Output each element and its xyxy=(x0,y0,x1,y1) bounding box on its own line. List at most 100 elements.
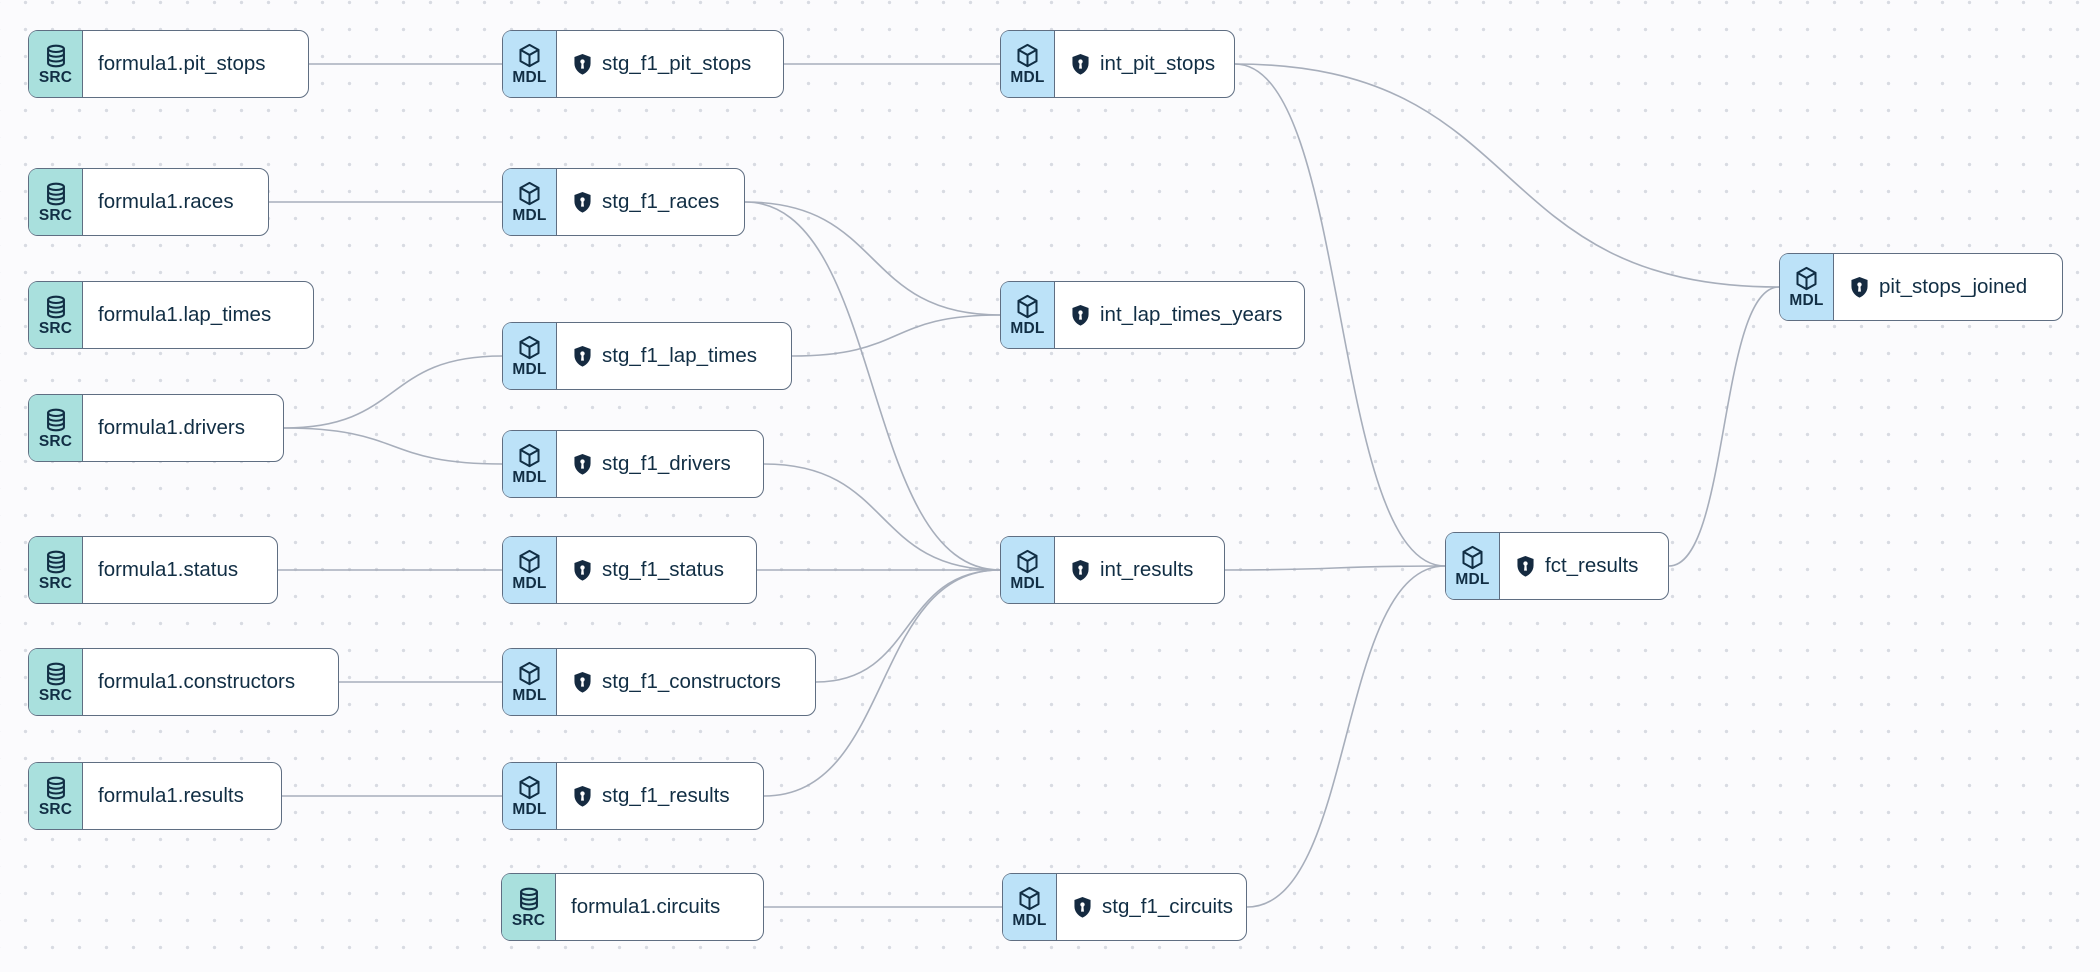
node-label: formula1.lap_times xyxy=(98,303,272,326)
node-type-label: SRC xyxy=(38,432,73,450)
source-type-badge: SRC xyxy=(29,537,83,603)
node-body: formula1.status xyxy=(83,537,277,603)
edge-stg_f1_races-to-int_results xyxy=(744,201,1001,571)
node-fct_results[interactable]: MDL fct_results xyxy=(1445,532,1669,600)
cube-icon xyxy=(1014,42,1041,69)
node-body: formula1.drivers xyxy=(83,395,283,461)
model-type-badge: MDL xyxy=(1001,537,1055,603)
edge-int_pit_stops-to-pit_stops_joined xyxy=(1234,63,1780,288)
node-stg_f1_drivers[interactable]: MDL stg_f1_drivers xyxy=(502,430,764,498)
node-src_drivers[interactable]: SRC formula1.drivers xyxy=(28,394,284,462)
cube-icon xyxy=(1014,293,1041,320)
node-src_races[interactable]: SRC formula1.races xyxy=(28,168,269,236)
node-label: formula1.status xyxy=(98,558,239,581)
node-type-label: SRC xyxy=(38,800,73,818)
shield-lock-icon xyxy=(572,53,593,76)
model-type-badge: MDL xyxy=(503,323,557,389)
shield-lock-icon xyxy=(572,453,593,476)
node-int_pit_stops[interactable]: MDL int_pit_stops xyxy=(1000,30,1235,98)
model-type-badge: MDL xyxy=(503,431,557,497)
database-icon xyxy=(43,181,69,207)
cube-icon xyxy=(1793,265,1820,292)
node-label: stg_f1_constructors xyxy=(602,670,781,693)
model-type-badge: MDL xyxy=(1003,874,1057,940)
database-icon xyxy=(516,886,542,912)
database-icon xyxy=(43,294,69,320)
node-label: stg_f1_lap_times xyxy=(602,344,757,367)
model-type-badge: MDL xyxy=(503,649,557,715)
edge-stg_f1_lap_times-to-int_lap_times_years xyxy=(791,314,1001,357)
node-body: fct_results xyxy=(1500,533,1668,599)
node-type-label: MDL xyxy=(512,687,547,705)
source-type-badge: SRC xyxy=(29,649,83,715)
node-label: fct_results xyxy=(1545,554,1639,577)
node-type-label: MDL xyxy=(512,469,547,487)
node-body: stg_f1_drivers xyxy=(557,431,763,497)
node-body: stg_f1_lap_times xyxy=(557,323,791,389)
node-body: stg_f1_races xyxy=(557,169,744,235)
node-src_circuits[interactable]: SRC formula1.circuits xyxy=(501,873,764,941)
node-label: formula1.pit_stops xyxy=(98,52,266,75)
node-stg_f1_lap_times[interactable]: MDL stg_f1_lap_times xyxy=(502,322,792,390)
source-type-badge: SRC xyxy=(29,395,83,461)
node-label: stg_f1_races xyxy=(602,190,720,213)
node-type-label: MDL xyxy=(1010,69,1045,87)
node-src_status[interactable]: SRC formula1.status xyxy=(28,536,278,604)
shield-lock-icon xyxy=(572,671,593,694)
shield-lock-icon xyxy=(1849,276,1870,299)
node-label: stg_f1_drivers xyxy=(602,452,731,475)
node-label: int_pit_stops xyxy=(1100,52,1216,75)
node-type-label: MDL xyxy=(512,69,547,87)
cube-icon xyxy=(1016,885,1043,912)
node-body: stg_f1_status xyxy=(557,537,756,603)
node-stg_f1_constructors[interactable]: MDL stg_f1_constructors xyxy=(502,648,816,716)
node-body: formula1.pit_stops xyxy=(83,31,308,97)
edge-stg_f1_drivers-to-int_results xyxy=(763,463,1001,571)
database-icon xyxy=(43,407,69,433)
edge-stg_f1_circuits-to-fct_results xyxy=(1246,565,1446,908)
database-icon xyxy=(43,43,69,69)
cube-icon xyxy=(516,660,543,687)
node-type-label: SRC xyxy=(38,319,73,337)
source-type-badge: SRC xyxy=(29,763,83,829)
node-type-label: MDL xyxy=(512,361,547,379)
node-body: formula1.races xyxy=(83,169,268,235)
source-type-badge: SRC xyxy=(29,282,83,348)
node-body: int_lap_times_years xyxy=(1055,282,1304,348)
node-label: formula1.races xyxy=(98,190,234,213)
node-src_lap_times[interactable]: SRC formula1.lap_times xyxy=(28,281,314,349)
node-body: stg_f1_circuits xyxy=(1057,874,1251,940)
node-type-label: SRC xyxy=(38,206,73,224)
shield-lock-icon xyxy=(572,785,593,808)
node-body: formula1.circuits xyxy=(556,874,763,940)
node-label: formula1.circuits xyxy=(571,895,721,918)
node-int_lap_times_years[interactable]: MDL int_lap_times_years xyxy=(1000,281,1305,349)
model-type-badge: MDL xyxy=(503,537,557,603)
model-type-badge: MDL xyxy=(1446,533,1500,599)
shield-lock-icon xyxy=(572,191,593,214)
node-label: int_lap_times_years xyxy=(1100,303,1283,326)
cube-icon xyxy=(1014,548,1041,575)
node-int_results[interactable]: MDL int_results xyxy=(1000,536,1225,604)
node-type-label: SRC xyxy=(511,911,546,929)
cube-icon xyxy=(516,42,543,69)
edge-stg_f1_races-to-int_lap_times_years xyxy=(744,201,1001,316)
node-type-label: MDL xyxy=(1010,320,1045,338)
shield-lock-icon xyxy=(1072,896,1093,919)
shield-lock-icon xyxy=(1070,53,1091,76)
cube-icon xyxy=(1459,544,1486,571)
shield-lock-icon xyxy=(1515,555,1536,578)
node-label: int_results xyxy=(1100,558,1194,581)
node-type-label: MDL xyxy=(512,801,547,819)
